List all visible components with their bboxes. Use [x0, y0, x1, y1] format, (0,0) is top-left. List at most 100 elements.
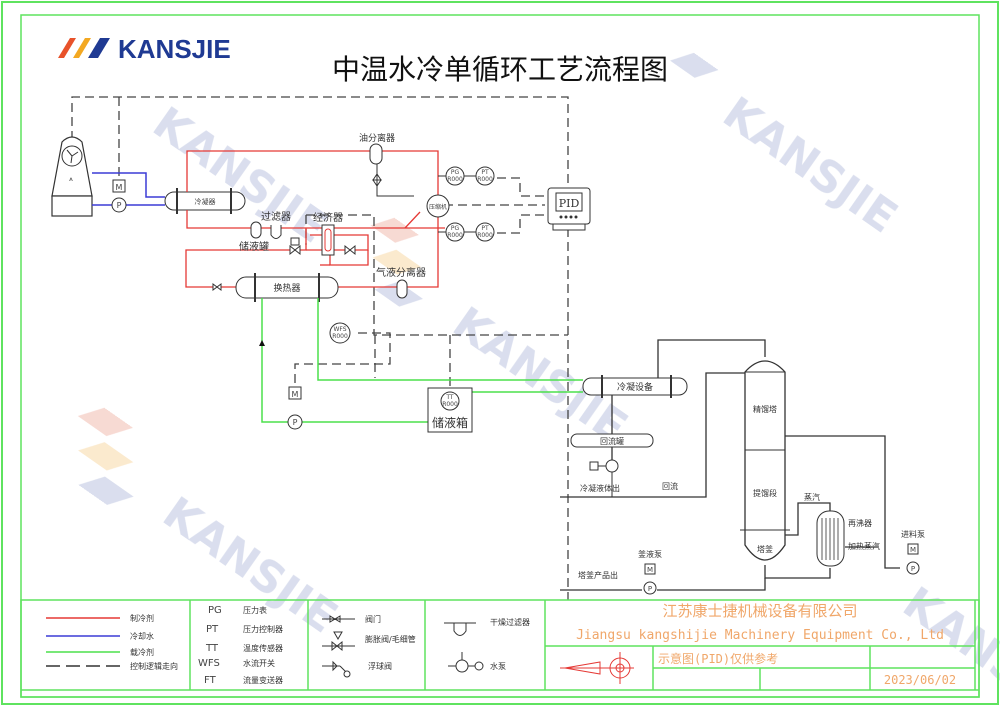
expansion-valves: [212, 237, 356, 291]
watermark-text: KANSJIE: [444, 297, 637, 453]
svg-text:R000: R000: [447, 176, 463, 183]
svg-text:阀门: 阀门: [365, 614, 381, 624]
svg-text:PID: PID: [559, 197, 580, 210]
reflux-tank: 回流罐: [570, 433, 654, 497]
cooling-water-pump: M P: [111, 179, 127, 213]
svg-text:干燥过滤器: 干燥过滤器: [490, 617, 530, 627]
svg-text:过滤器: 过滤器: [261, 210, 291, 223]
svg-text:M: M: [116, 183, 123, 192]
svg-text:经济器: 经济器: [313, 211, 343, 224]
watermark-center: KANSJIE: [370, 217, 637, 453]
svg-text:P: P: [911, 565, 915, 573]
watermark-top: KANSJIE: [144, 97, 337, 253]
svg-text:膨胀阀/毛细管: 膨胀阀/毛细管: [365, 634, 416, 644]
svg-text:换热器: 换热器: [273, 282, 300, 294]
secondary-coolant-lines: [261, 298, 583, 423]
pg-top: PG R000: [445, 166, 465, 186]
svg-text:PG: PG: [451, 225, 460, 232]
logo-stripe-blue: [88, 38, 110, 58]
svg-text:PT: PT: [481, 169, 489, 176]
heat-exchanger: 换热器: [235, 273, 339, 302]
bottom-pump: 釜液泵 M P: [638, 549, 662, 595]
svg-text:WFS: WFS: [198, 658, 220, 669]
watermark-text: KANSJIE: [144, 97, 337, 253]
company-logo: KANSJIE: [58, 34, 231, 64]
watermark-text: KANSJIE: [154, 487, 347, 643]
symbol-legend: 阀门 膨胀阀/毛细管 浮球阀 干燥过滤器 水泵: [322, 614, 530, 678]
svg-text:WFS: WFS: [333, 326, 346, 333]
svg-text:P: P: [648, 585, 652, 593]
water-pump-symbol: 水泵: [448, 652, 506, 673]
title-block-note: 示意图(PID)仅供参考: [658, 651, 778, 666]
line-legend: 制冷剂 冷却水 载冷剂 控制逻辑走向: [46, 613, 178, 671]
reflux-label: 回流: [662, 481, 678, 491]
svg-text:储液箱: 储液箱: [432, 415, 468, 430]
svg-text:冷凝器: 冷凝器: [195, 197, 216, 206]
title-block-date: 2023/06/02: [884, 673, 956, 687]
economizer: 经济器: [313, 211, 343, 256]
svg-text:水泵: 水泵: [490, 661, 506, 671]
logo-stripe-yellow: [73, 38, 91, 58]
valve-symbol: 阀门: [322, 614, 381, 624]
projection-symbol-icon: [560, 652, 634, 684]
pressure-instruments: PG R000 PT R000 PG R000 PT R000: [438, 166, 495, 242]
condensing-equipment: 冷凝设备: [582, 375, 688, 398]
gas-liquid-separator: 气液分离器: [376, 266, 426, 299]
pt-bottom: PT R000: [475, 222, 495, 242]
svg-text:载冷剂: 载冷剂: [130, 647, 154, 657]
svg-text:FT: FT: [204, 675, 217, 686]
receiver: 储液罐: [239, 221, 269, 253]
svg-text:釜液泵: 釜液泵: [638, 549, 662, 559]
abbreviation-legend: PG 压力表 PT 压力控制器 TT 温度传感器 WFS 水流开关 FT 流量变…: [198, 605, 283, 686]
svg-text:流量变送器: 流量变送器: [243, 675, 283, 685]
watermark-right: KANSJIE: [670, 52, 906, 243]
svg-text:R000: R000: [332, 333, 348, 340]
svg-text:精馏塔: 精馏塔: [753, 404, 777, 414]
company-name-cn: 江苏康士捷机械设备有限公司: [662, 602, 857, 620]
svg-text:R000: R000: [442, 401, 458, 408]
condenser: 冷凝器: [164, 188, 246, 214]
bottom-product-label: 塔釜产品出: [578, 570, 618, 580]
svg-text:温度传感器: 温度传感器: [243, 643, 283, 653]
process-lines: [560, 339, 900, 591]
expansion-valve-symbol: 膨胀阀/毛细管: [322, 631, 416, 652]
svg-text:蒸汽: 蒸汽: [804, 492, 820, 502]
svg-text:气液分离器: 气液分离器: [376, 266, 426, 279]
secondary-pump: M P: [287, 386, 303, 430]
svg-text:TT: TT: [205, 643, 219, 654]
watermark-bottom-left: KANSJIE: [77, 407, 347, 643]
oil-separator: 油分离器: [359, 132, 414, 197]
logo-text: KANSJIE: [118, 34, 231, 64]
svg-text:P: P: [293, 418, 298, 427]
svg-text:R000: R000: [447, 232, 463, 239]
svg-text:M: M: [647, 566, 653, 574]
svg-text:M: M: [292, 390, 299, 399]
svg-text:PG: PG: [208, 605, 222, 616]
cooling-water-lines: [92, 172, 165, 206]
flow-arrow: [259, 340, 265, 346]
title-block: 江苏康士捷机械设备有限公司 Jiangsu kangshijie Machine…: [560, 602, 956, 687]
pid-controller: PID: [547, 187, 591, 231]
cooling-tower: ⩚: [51, 136, 93, 217]
svg-text:储液罐: 储液罐: [239, 240, 269, 253]
svg-text:再沸器: 再沸器: [848, 518, 872, 528]
svg-text:⩚: ⩚: [69, 175, 73, 183]
svg-text:回流罐: 回流罐: [600, 436, 624, 446]
compressor: 压缩机: [426, 194, 450, 218]
svg-text:R000: R000: [477, 232, 493, 239]
page-title: 中温水冷单循环工艺流程图: [332, 53, 668, 86]
svg-text:冷凝设备: 冷凝设备: [617, 381, 653, 393]
svg-text:浮球阀: 浮球阀: [368, 661, 392, 671]
svg-text:压力控制器: 压力控制器: [243, 624, 283, 634]
svg-text:P: P: [117, 201, 122, 210]
wfs-instrument: WFS R000: [329, 322, 351, 344]
distillation-tower: 精馏塔 提馏段 塔釜: [740, 360, 790, 561]
svg-text:进料泵: 进料泵: [901, 529, 925, 539]
legend-grid: [20, 599, 980, 698]
svg-text:PT: PT: [206, 624, 219, 635]
storage-tank: TT R000 储液箱: [427, 387, 473, 433]
svg-text:压缩机: 压缩机: [429, 203, 447, 211]
svg-text:加热蒸汽: 加热蒸汽: [848, 541, 880, 551]
